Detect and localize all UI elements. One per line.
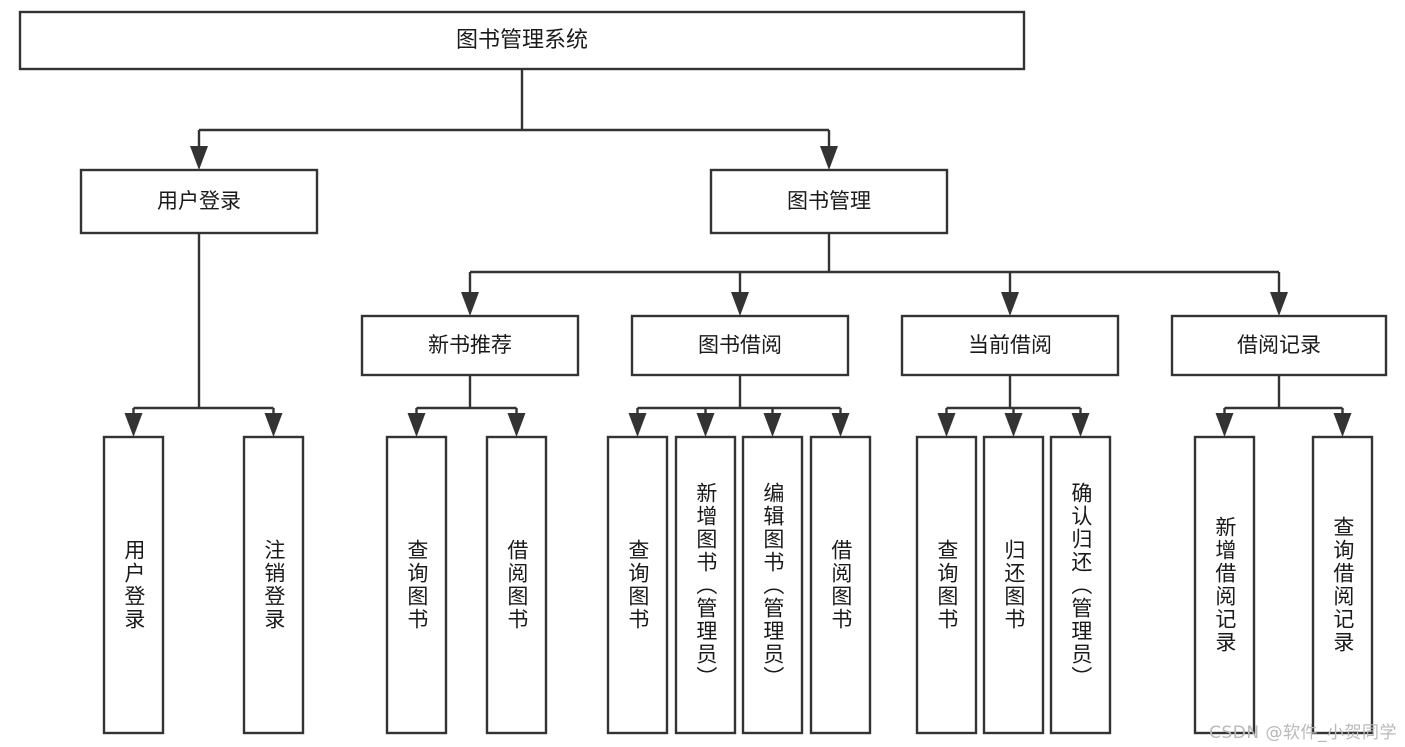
arrow-head — [190, 146, 208, 170]
arrow-head — [1071, 413, 1090, 437]
edge-group-current-borrow — [937, 375, 1090, 437]
arrow-head — [124, 413, 143, 437]
node-box-leaf-borrow-add[interactable] — [674, 435, 737, 735]
node-leaf-current-return[interactable] — [984, 437, 1043, 733]
node-leaf-borrow-query[interactable] — [608, 437, 667, 733]
arrow-head — [628, 413, 647, 437]
node-box-root[interactable] — [18, 10, 1026, 71]
node-leaf-current-query[interactable] — [917, 437, 976, 733]
arrow-head — [1270, 292, 1288, 316]
node-box-new-book-rec[interactable] — [360, 314, 580, 377]
node-leaf-current-confirm[interactable] — [1051, 437, 1110, 733]
arrow-head — [507, 413, 526, 437]
node-box-book-manage[interactable] — [709, 168, 949, 235]
node-box-borrow-record[interactable] — [1170, 314, 1388, 377]
node-box-leaf-record-query[interactable] — [1311, 435, 1374, 735]
node-current-borrow[interactable] — [902, 316, 1118, 375]
node-leaf-record-query[interactable] — [1313, 437, 1372, 733]
arrow-head — [1001, 292, 1019, 316]
arrow-head — [1215, 413, 1234, 437]
arrow-head — [937, 413, 956, 437]
node-leaf-rec-query[interactable] — [387, 437, 446, 733]
node-box-leaf-record-add[interactable] — [1193, 435, 1256, 735]
arrow-head — [264, 413, 283, 437]
node-box-book-borrow[interactable] — [630, 314, 850, 377]
edge-group-root — [190, 69, 838, 170]
node-leaf-borrow-lend[interactable] — [811, 437, 870, 733]
arrow-head — [820, 146, 838, 170]
arrow-head — [696, 413, 715, 437]
node-user-login[interactable] — [81, 170, 317, 233]
arrow-head — [461, 292, 479, 316]
node-box-current-borrow[interactable] — [900, 314, 1120, 377]
node-leaf-user-logout[interactable] — [244, 437, 303, 733]
arrow-head — [831, 413, 850, 437]
node-box-leaf-borrow-lend[interactable] — [809, 435, 872, 735]
node-leaf-borrow-edit[interactable] — [743, 437, 802, 733]
edges-layer — [124, 69, 1352, 437]
edge-group-user-login — [124, 233, 283, 437]
node-box-leaf-rec-borrow[interactable] — [485, 435, 548, 735]
node-book-manage[interactable] — [711, 170, 947, 233]
node-leaf-user-login[interactable] — [104, 437, 163, 733]
node-root[interactable] — [20, 12, 1024, 69]
edge-group-book-borrow — [628, 375, 850, 437]
node-borrow-record[interactable] — [1172, 316, 1386, 375]
node-leaf-record-add[interactable] — [1195, 437, 1254, 733]
node-box-leaf-current-return[interactable] — [982, 435, 1045, 735]
node-new-book-rec[interactable] — [362, 316, 578, 375]
arrow-head — [407, 413, 426, 437]
node-book-borrow[interactable] — [632, 316, 848, 375]
arrow-head — [763, 413, 782, 437]
node-box-leaf-borrow-edit[interactable] — [741, 435, 804, 735]
node-box-leaf-rec-query[interactable] — [385, 435, 448, 735]
arrow-head — [1333, 413, 1352, 437]
node-box-leaf-user-login[interactable] — [102, 435, 165, 735]
node-leaf-rec-borrow[interactable] — [487, 437, 546, 733]
boxes-layer — [18, 10, 1388, 735]
arrow-head — [731, 292, 749, 316]
arrow-head — [1004, 413, 1023, 437]
node-leaf-borrow-add[interactable] — [676, 437, 735, 733]
node-box-leaf-user-logout[interactable] — [242, 435, 305, 735]
edge-group-new-book-rec — [407, 375, 526, 437]
edge-group-book-manage — [461, 233, 1288, 316]
node-box-leaf-current-query[interactable] — [915, 435, 978, 735]
node-box-user-login[interactable] — [79, 168, 319, 235]
edge-group-borrow-record — [1215, 375, 1352, 437]
node-box-leaf-borrow-query[interactable] — [606, 435, 669, 735]
node-box-leaf-current-confirm[interactable] — [1049, 435, 1112, 735]
